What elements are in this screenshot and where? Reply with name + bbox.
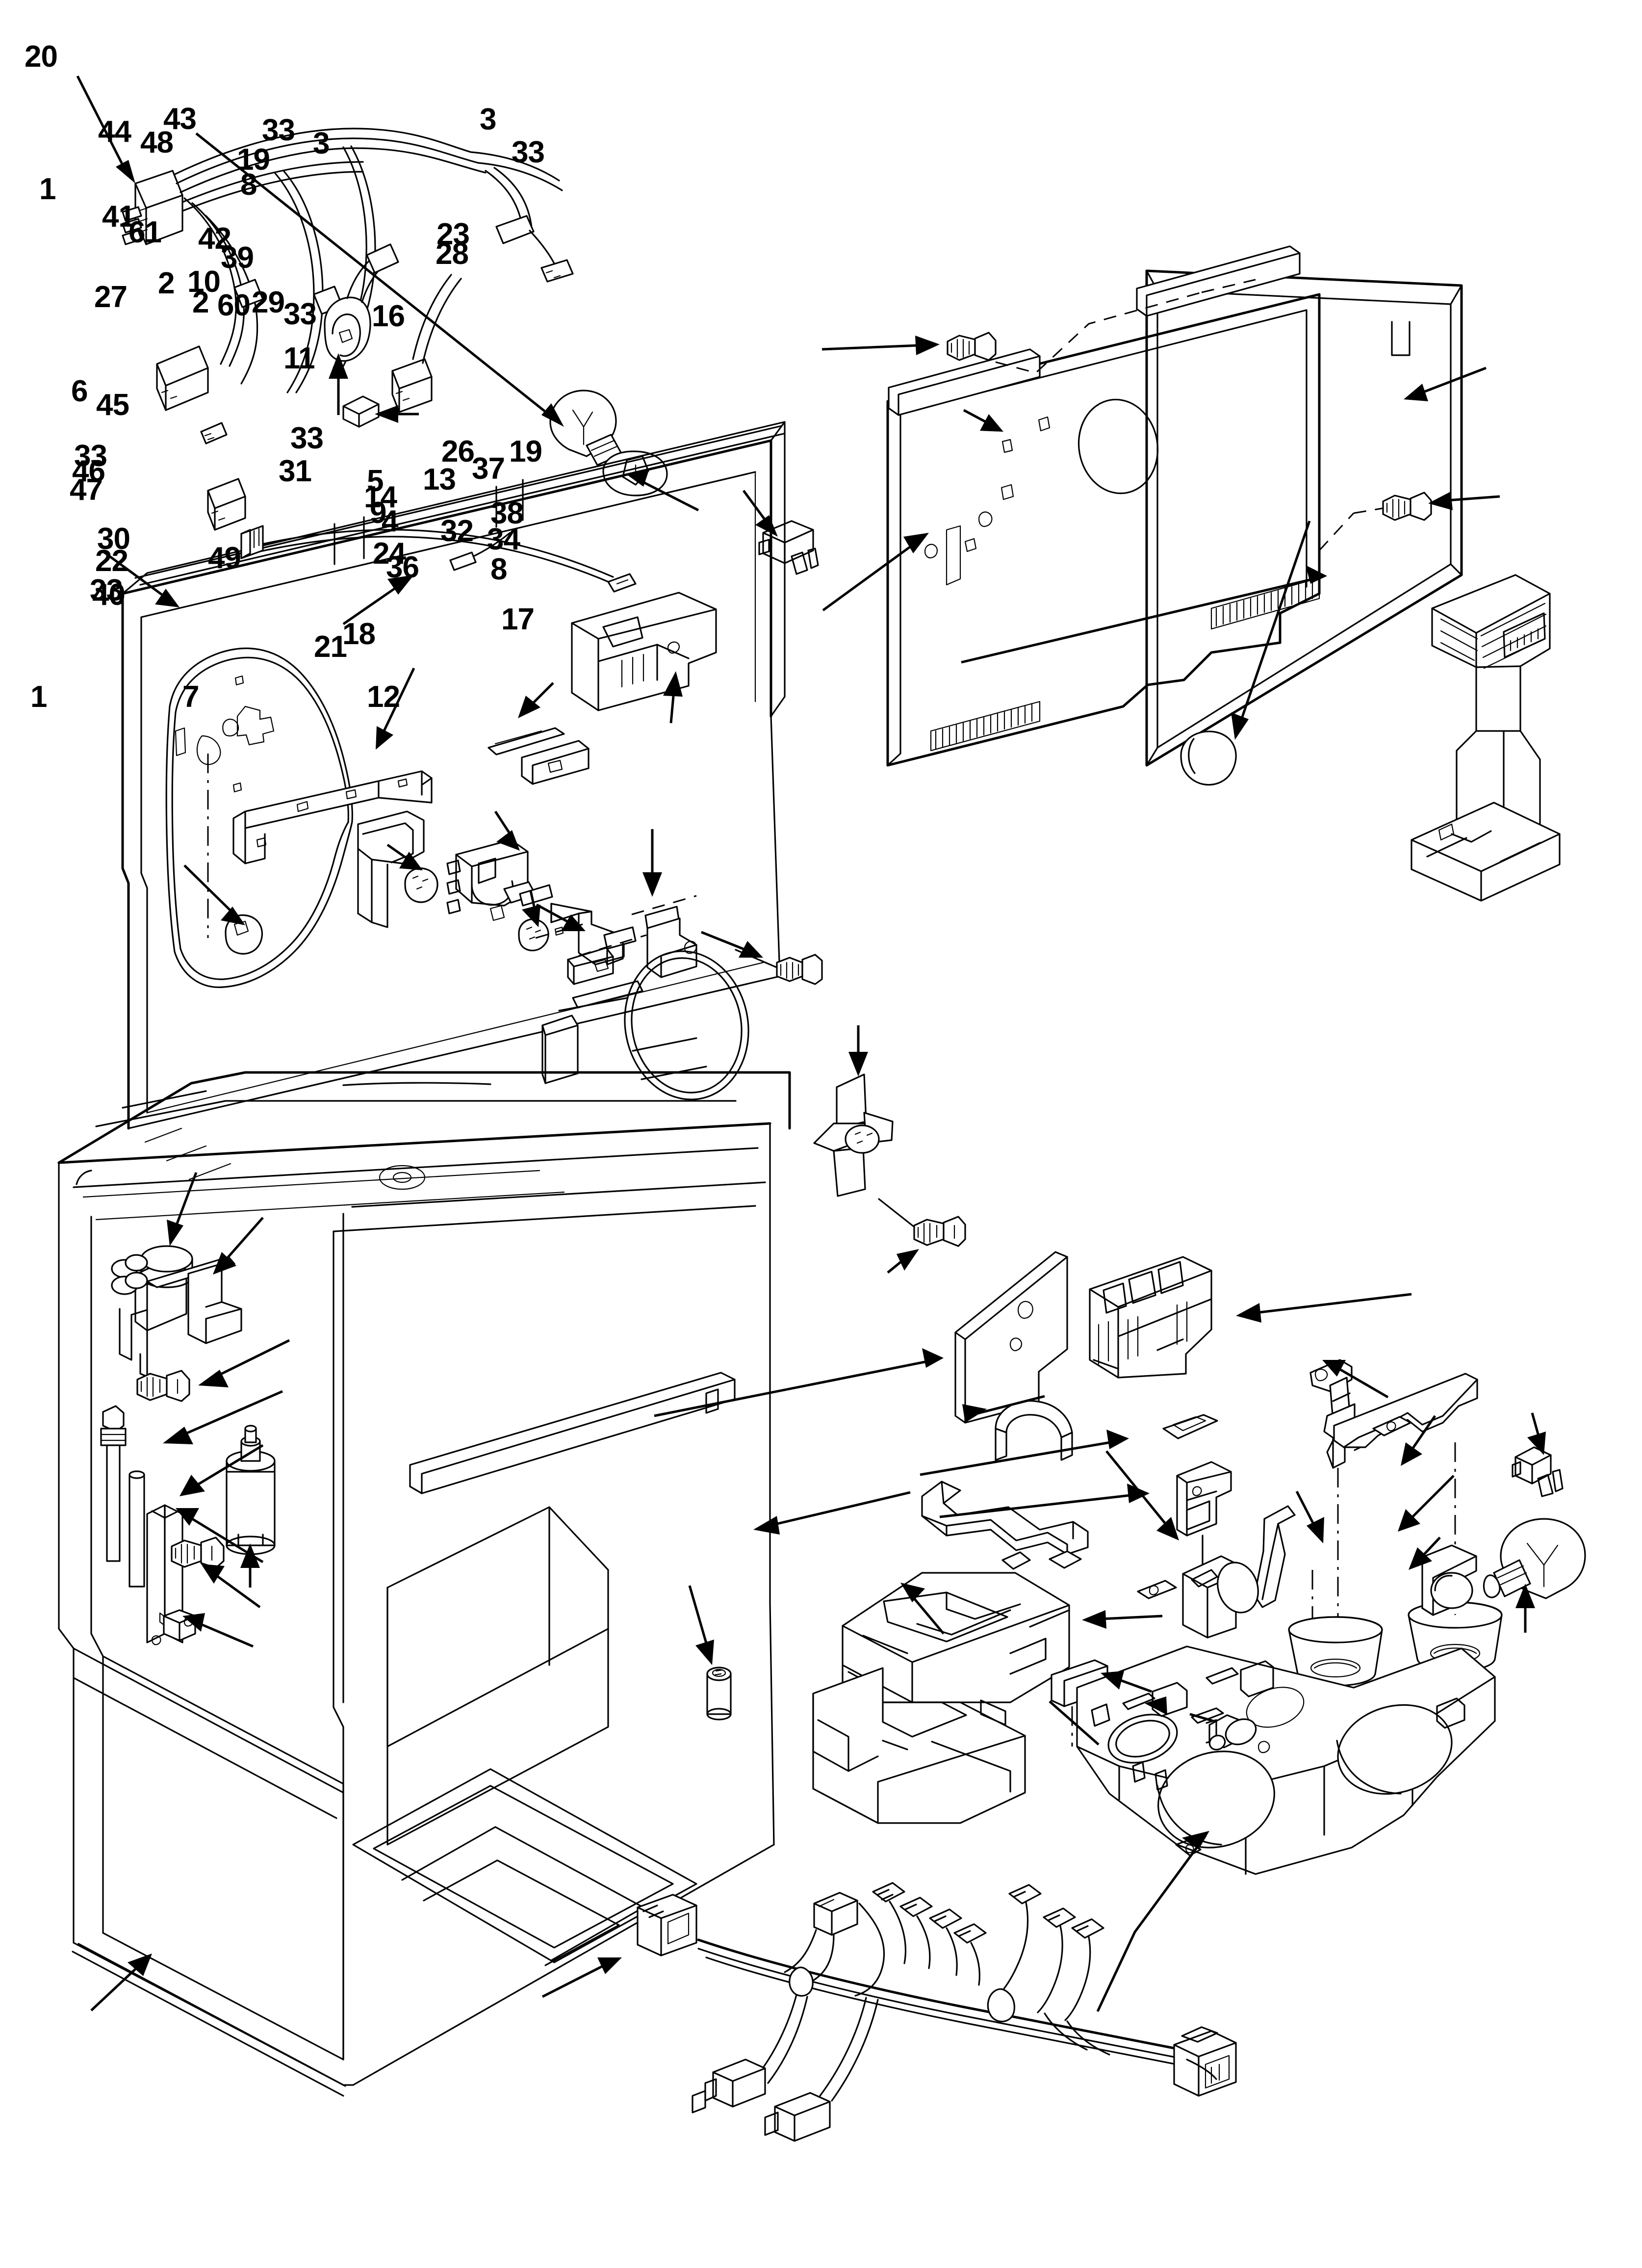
callout-14: 14: [364, 480, 397, 514]
leaders-and-arrows: [76, 75, 1546, 2012]
callout-21: 21: [314, 630, 347, 664]
callout-41: 41: [102, 200, 135, 234]
callout-9: 9: [370, 496, 386, 530]
callout-7: 7: [182, 680, 199, 714]
callout-6: 6: [71, 374, 88, 408]
callout-18: 18: [342, 617, 376, 651]
callout-48: 48: [140, 126, 174, 159]
callout-19-right: 19: [509, 435, 542, 469]
liner-upper-graphic: [121, 421, 823, 1130]
callout-22: 22: [95, 544, 128, 578]
air-duct-graphic: [1180, 574, 1561, 902]
callout-45: 45: [96, 388, 129, 422]
callout-29: 29: [252, 286, 285, 319]
callout-40: 40: [92, 578, 126, 612]
wire-harness-top-graphic: [122, 128, 574, 531]
callout-16: 16: [372, 299, 405, 333]
callout-42: 42: [198, 222, 231, 256]
callout-47: 47: [70, 473, 103, 507]
callout-33-valve: 33: [74, 439, 107, 473]
callout-2-a: 2: [158, 266, 175, 300]
callout-61: 61: [128, 215, 162, 249]
callout-37: 37: [472, 452, 505, 486]
callout-31: 31: [279, 454, 312, 488]
callout-23: 23: [436, 217, 470, 251]
callout-8-lower: 8: [490, 552, 507, 586]
callout-20: 20: [25, 40, 58, 74]
callout-12: 12: [367, 680, 400, 714]
callout-33-22: 33: [90, 574, 123, 607]
callout-39: 39: [221, 241, 254, 275]
callout-33-fan: 33: [290, 421, 324, 455]
callout-11: 11: [283, 341, 315, 375]
callout-3-right: 3: [480, 103, 496, 136]
callout-36: 36: [386, 550, 419, 584]
callout-1-upper: 1: [39, 172, 56, 206]
callout-49: 49: [208, 541, 241, 575]
callout-2-b: 2: [192, 286, 209, 319]
callout-1-lower: 1: [30, 680, 47, 714]
callout-34: 34: [487, 522, 520, 556]
callout-17: 17: [501, 602, 535, 636]
wire-harness-bottom-graphic: [637, 1882, 1237, 2142]
callout-13: 13: [423, 463, 456, 496]
callout-43: 43: [163, 102, 197, 136]
callout-27: 27: [94, 280, 128, 314]
callout-46: 46: [72, 454, 105, 488]
callout-28: 28: [436, 237, 469, 271]
callout-10: 10: [187, 265, 221, 299]
callout-33-top: 33: [262, 113, 295, 147]
callout-38: 38: [490, 496, 524, 530]
liner-lower-graphic: [57, 1071, 791, 2097]
right-parts-cluster: [812, 1251, 1586, 1875]
callout-30: 30: [97, 522, 130, 556]
callout-26: 26: [441, 435, 475, 469]
callout-3-left: 3: [313, 127, 330, 160]
bulb-socket-group: [342, 390, 819, 575]
callout-60: 60: [217, 288, 251, 322]
callout-33-29: 33: [283, 297, 317, 331]
callout-4: 4: [382, 504, 398, 538]
callout-8-upper: 8: [240, 168, 257, 202]
callout-44: 44: [98, 115, 131, 149]
callout-5: 5: [367, 464, 384, 498]
callout-32: 32: [440, 514, 474, 548]
callout-24: 24: [373, 537, 406, 571]
callout-19-upper: 19: [237, 143, 270, 177]
fan-blade-graphic: [813, 1073, 966, 1247]
back-panel-graphic: [886, 245, 1463, 767]
callout-33-right: 33: [512, 135, 545, 169]
